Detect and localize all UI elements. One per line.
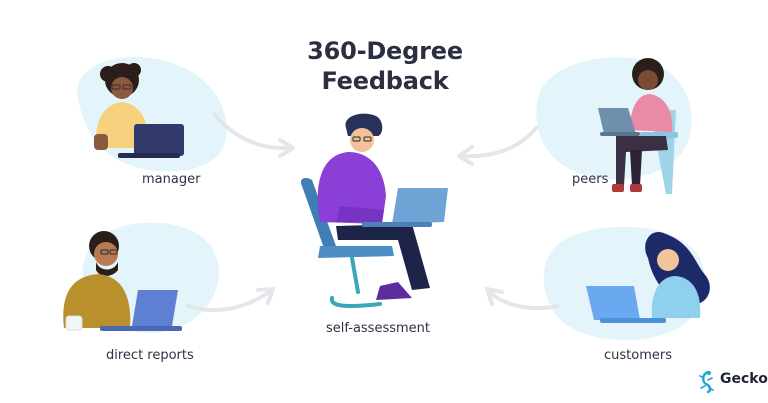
arrow-peers — [457, 126, 538, 166]
brand-logo: Gecko — [700, 371, 768, 387]
gecko-icon — [699, 370, 714, 394]
direct-reports-figure — [63, 231, 182, 331]
arrow-direct-reports — [186, 287, 275, 312]
customers-label: customers — [604, 348, 672, 363]
direct-reports-label: direct reports — [106, 348, 194, 363]
manager-figure — [94, 63, 184, 158]
arrow-customers — [485, 287, 560, 311]
peers-figure — [598, 58, 678, 194]
title-line-1: 360-Degree — [307, 37, 463, 65]
arrow-manager — [212, 112, 295, 158]
manager-label: manager — [142, 172, 201, 187]
title-line-2: Feedback — [321, 67, 449, 95]
peers-label: peers — [572, 172, 609, 187]
brand-name: Gecko — [720, 371, 768, 387]
customers-figure — [586, 232, 710, 323]
page-title: 360-Degree Feedback — [250, 36, 520, 96]
self-figure — [300, 113, 448, 308]
self-assessment-label: self-assessment — [326, 321, 430, 336]
